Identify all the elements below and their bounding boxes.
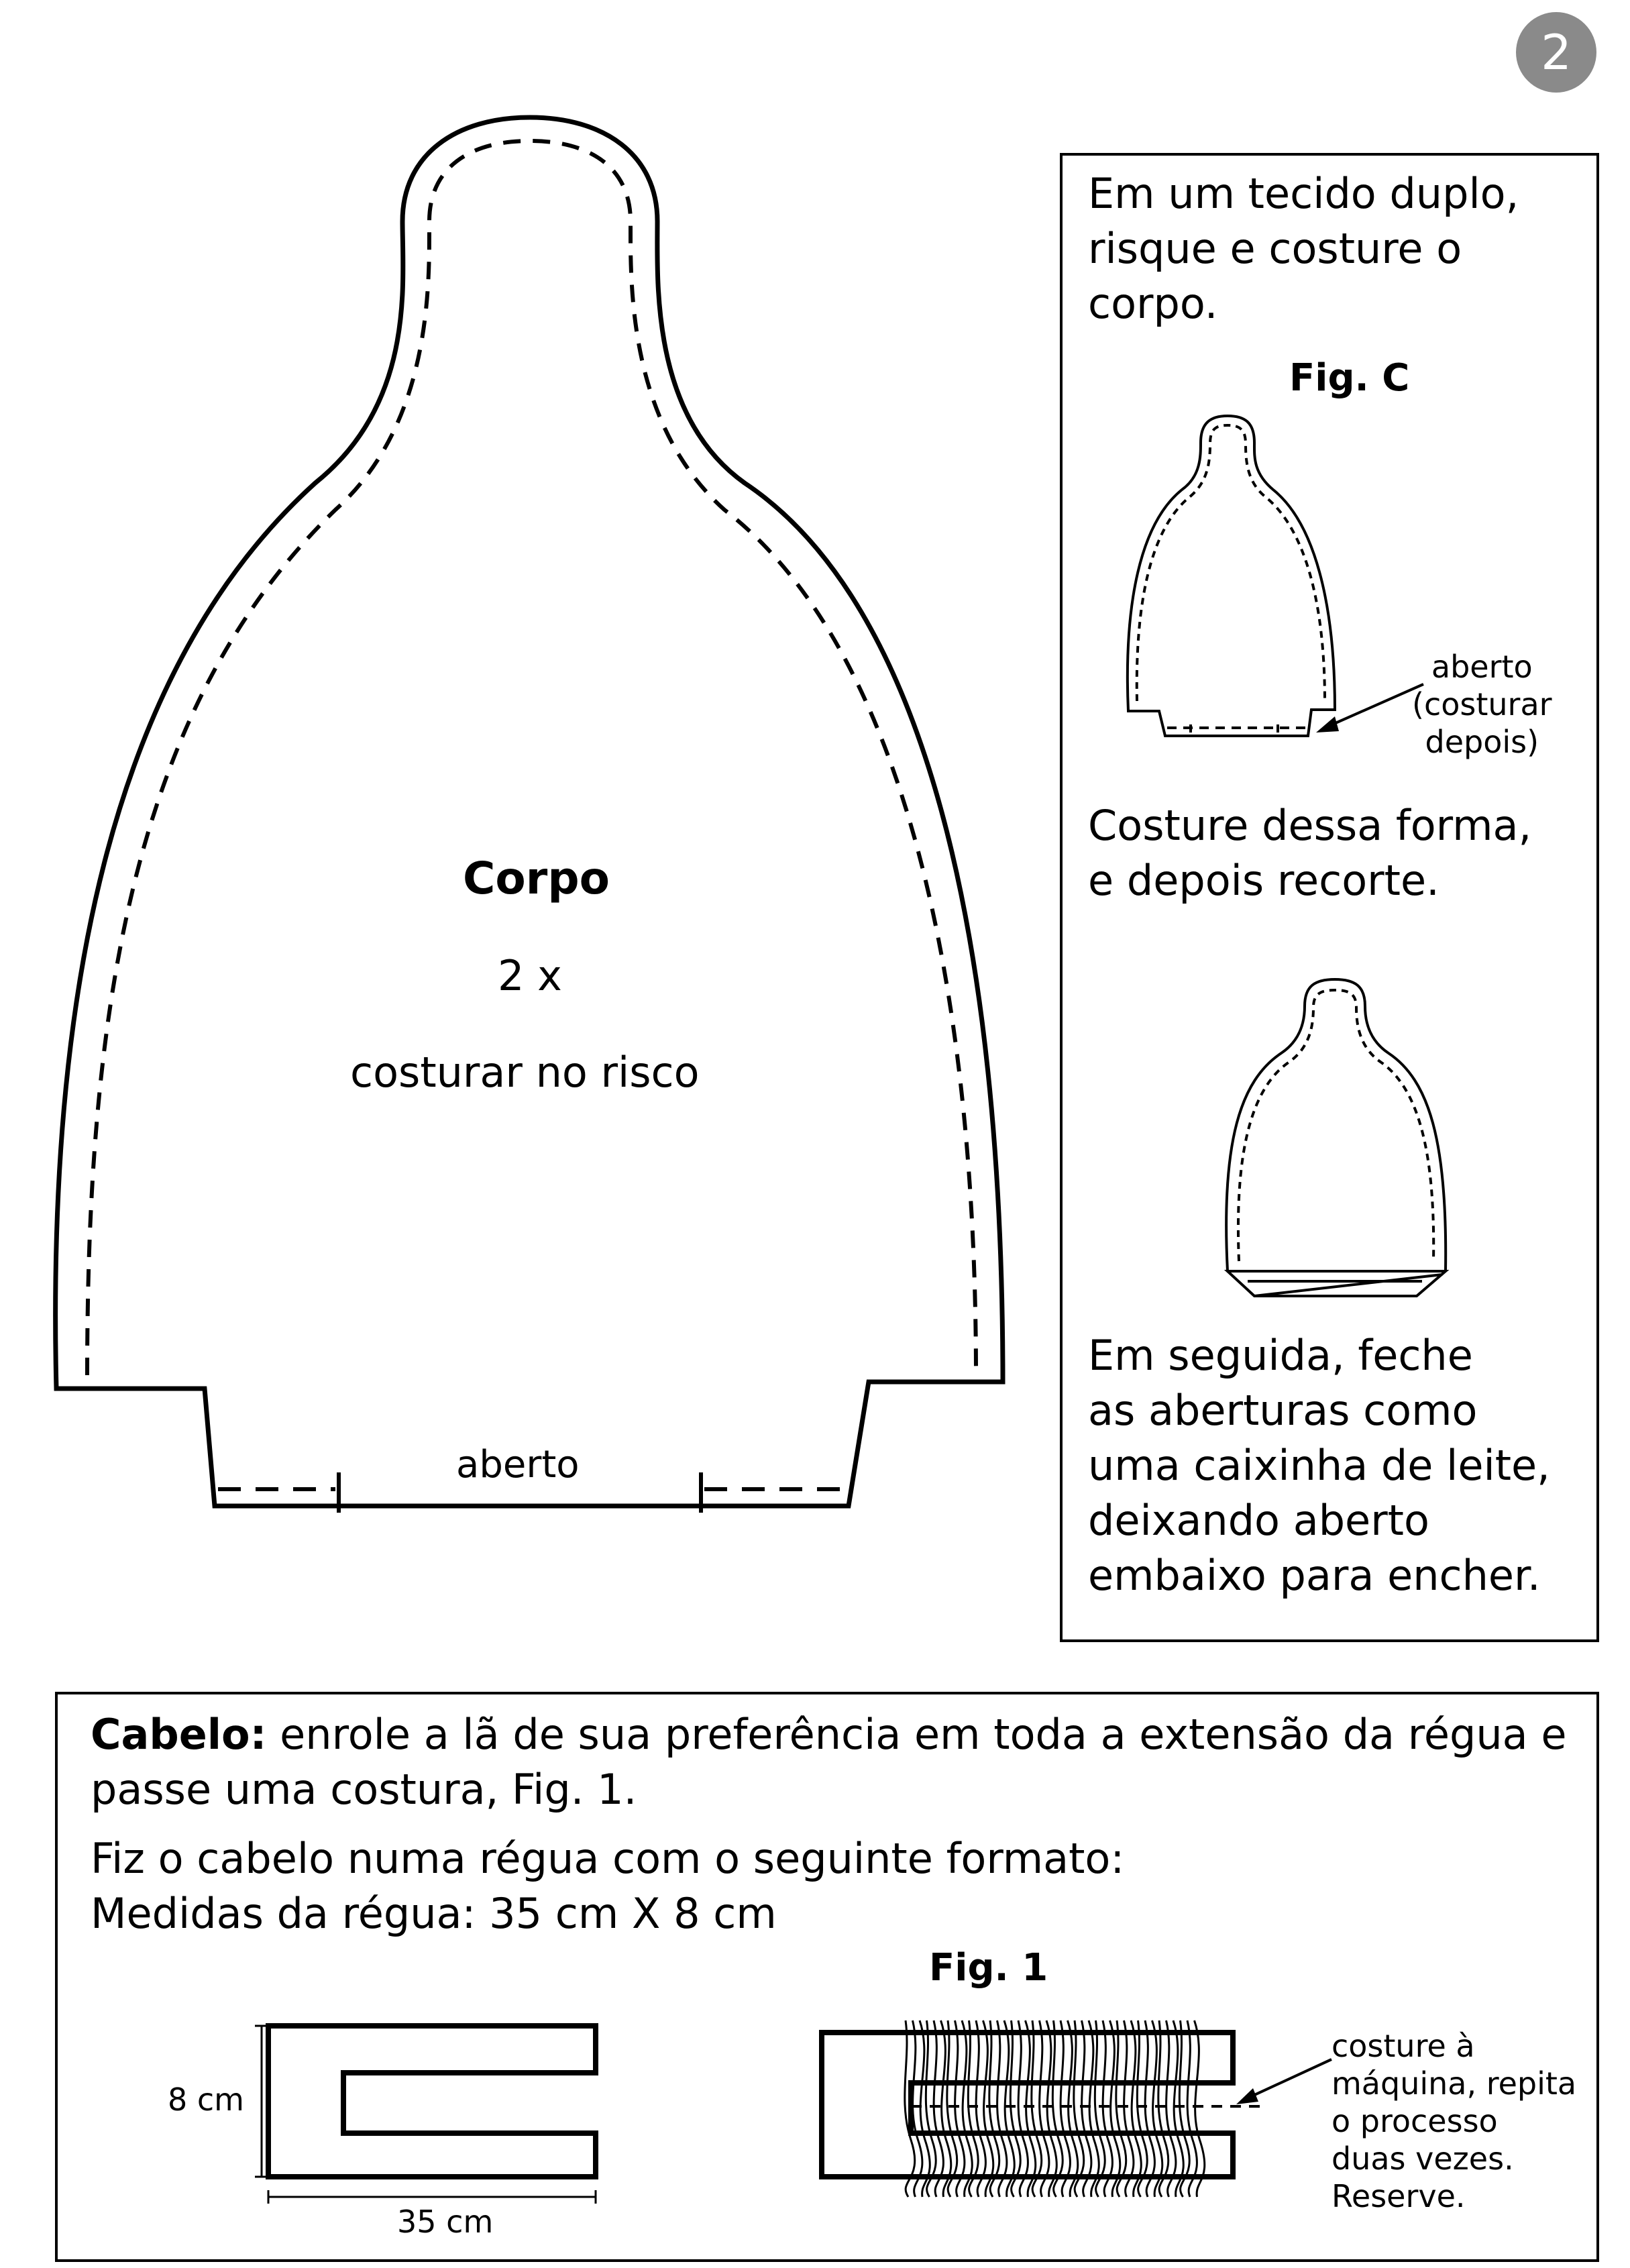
yarn-strand [975, 2020, 987, 2198]
ruler-height-dimension [255, 2024, 268, 2178]
body-pattern-outline [53, 115, 1006, 1509]
yarn-strand [946, 2020, 959, 2198]
fig-c-note: aberto (costurar depois) [1412, 649, 1552, 760]
yarn-strand [1130, 2020, 1142, 2198]
yarn-strand [918, 2020, 931, 2198]
yarn-strand [1123, 2020, 1135, 2198]
pattern-opening-label: aberto [456, 1443, 580, 1487]
yarn-strand [1009, 2020, 1022, 2198]
yarn-strand [1024, 2020, 1037, 2198]
fig1-yarn-wraps [904, 2020, 1206, 2198]
ruler-width-dimension [267, 2190, 597, 2204]
yarn-strand [1115, 2020, 1128, 2198]
yarn-strand [967, 2020, 979, 2198]
pattern-instruction: costurar no risco [350, 1048, 700, 1097]
fig1-note: costure à máquina, repita o processo dua… [1332, 2028, 1577, 2214]
fig1-label: Fig. 1 [929, 1946, 1048, 1990]
yarn-strand [1178, 2020, 1191, 2198]
fig1-arrow [1244, 2058, 1332, 2101]
yarn-strand [1081, 2020, 1093, 2198]
yarn-strand [940, 2020, 953, 2198]
panel-step-3: Em seguida, feche as aberturas como uma … [1088, 1331, 1550, 1600]
pattern-title: Corpo [463, 853, 610, 904]
yarn-strand [1186, 2020, 1198, 2198]
yarn-strand [904, 2020, 916, 2198]
ruler-height-label: 8 cm [168, 2082, 244, 2118]
instruction-panel [1060, 153, 1599, 1642]
fig-c-arrowhead [1316, 716, 1339, 733]
panel-step-1: Em um tecido duplo, risque e costure o c… [1088, 169, 1519, 328]
ruler-shape [266, 2023, 598, 2179]
yarn-strand [961, 2020, 973, 2198]
fig-c-drawing [1126, 414, 1337, 737]
yarn-strand [1157, 2020, 1170, 2198]
ruler-width-label: 35 cm [397, 2204, 494, 2240]
yarn-strand [1051, 2020, 1064, 2198]
yarn-strand [1045, 2020, 1058, 2198]
yarn-strand [1144, 2020, 1156, 2198]
hair-intro: Cabelo: enrole a lã de sua preferência e… [91, 1707, 1567, 1817]
yarn-strand [1059, 2020, 1071, 2198]
yarn-strand [988, 2020, 1001, 2198]
pattern-quantity: 2 x [498, 951, 562, 1000]
sewn-body-drawing [1224, 977, 1450, 1297]
body-pattern-stitch-line [85, 138, 978, 1376]
yarn-strand [912, 2020, 924, 2198]
yarn-strand [982, 2020, 995, 2198]
page-number-badge: 2 [1516, 12, 1596, 93]
yarn-strand [1193, 2020, 1206, 2198]
yarn-strand [924, 2020, 937, 2198]
hair-section-box [55, 1692, 1599, 2262]
hair-heading: Cabelo: [91, 1710, 267, 1759]
hair-text-2: Fiz o cabelo numa régua com o seguinte f… [91, 1834, 1125, 1938]
yarn-strand [1087, 2020, 1100, 2198]
yarn-strand [1109, 2020, 1122, 2198]
yarn-strand [1172, 2020, 1185, 2198]
hair-text-1: enrole a lã de sua preferência em toda a… [91, 1710, 1567, 1814]
fig-c-arrow [1324, 683, 1424, 729]
fig-c-label: Fig. C [1289, 356, 1410, 400]
yarn-strand [1030, 2020, 1043, 2198]
fig1-arrowhead [1236, 2088, 1258, 2104]
yarn-strand [1038, 2020, 1050, 2198]
yarn-strand [1136, 2020, 1148, 2198]
yarn-strand [1101, 2020, 1113, 2198]
yarn-strand [1165, 2020, 1177, 2198]
yarn-strand [1093, 2020, 1106, 2198]
yarn-strand [1151, 2020, 1164, 2198]
panel-step-2: Costure dessa forma, e depois recorte. [1088, 801, 1532, 905]
yarn-strand [1067, 2020, 1079, 2198]
yarn-strand [1003, 2020, 1016, 2198]
yarn-strand [932, 2020, 944, 2198]
yarn-strand [1017, 2020, 1029, 2198]
yarn-strand [1073, 2020, 1085, 2198]
yarn-strand [996, 2020, 1008, 2198]
yarn-strand [954, 2020, 966, 2198]
fig1-ruler-outline [819, 2030, 1236, 2179]
